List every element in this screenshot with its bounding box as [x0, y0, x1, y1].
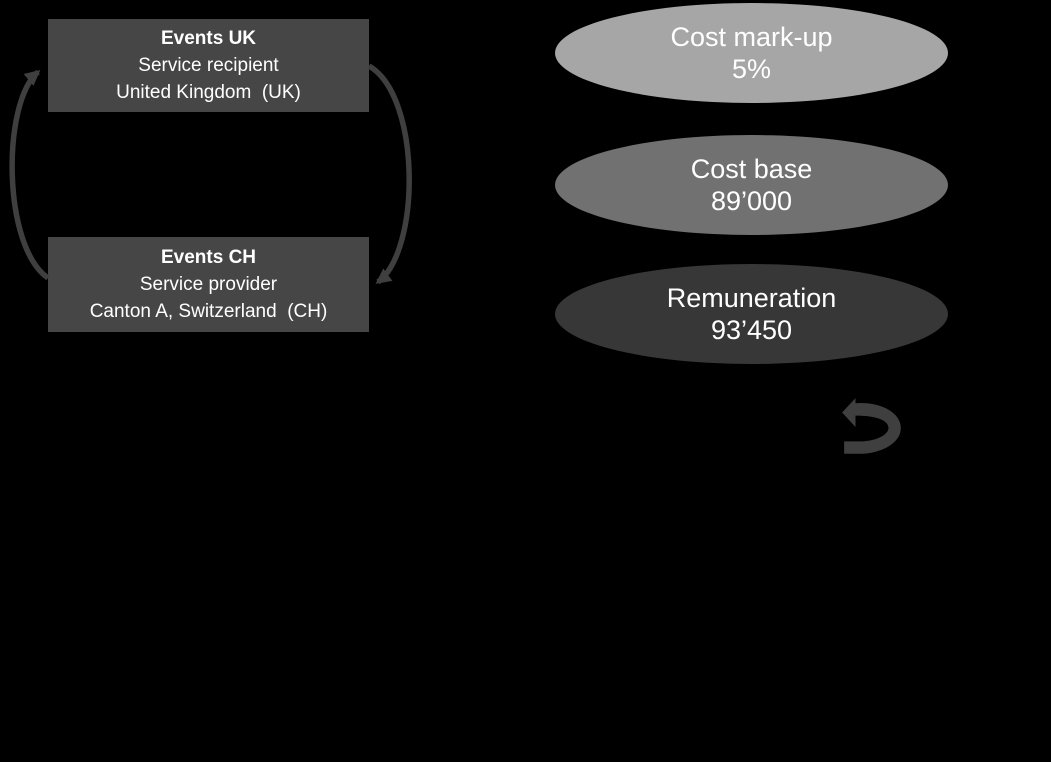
- ellipse-value: 93’450: [710, 315, 793, 345]
- rotate-arrow-shape: [842, 398, 901, 454]
- entity-role: Service recipient: [138, 55, 279, 76]
- entity-box-events-uk: Events UK Service recipient United Kingd…: [48, 19, 369, 112]
- entity-title: Events UK: [160, 28, 257, 49]
- ellipse-value: 5%: [731, 54, 772, 84]
- entity-location: United Kingdom (UK): [116, 82, 301, 103]
- ellipse-remuneration: Remuneration 93’450: [555, 264, 948, 364]
- ellipse-cost-markup: Cost mark-up 5%: [555, 3, 948, 103]
- ellipse-cost-base: Cost base 89’000: [555, 135, 948, 235]
- ellipse-value: 89’000: [710, 186, 793, 216]
- cycle-arrow-left-icon: [9, 69, 50, 281]
- ellipse-label: Remuneration: [666, 283, 837, 313]
- entity-role: Service provider: [139, 274, 278, 295]
- rotate-arrow-icon: [842, 395, 904, 461]
- entity-title: Events CH: [160, 247, 257, 268]
- entity-box-events-ch: Events CH Service provider Canton A, Swi…: [48, 237, 369, 332]
- cycle-arrow-right-icon: [367, 63, 412, 285]
- ellipse-label: Cost base: [690, 154, 813, 184]
- entity-location: Canton A, Switzerland (CH): [89, 301, 328, 322]
- ellipse-label: Cost mark-up: [670, 22, 833, 52]
